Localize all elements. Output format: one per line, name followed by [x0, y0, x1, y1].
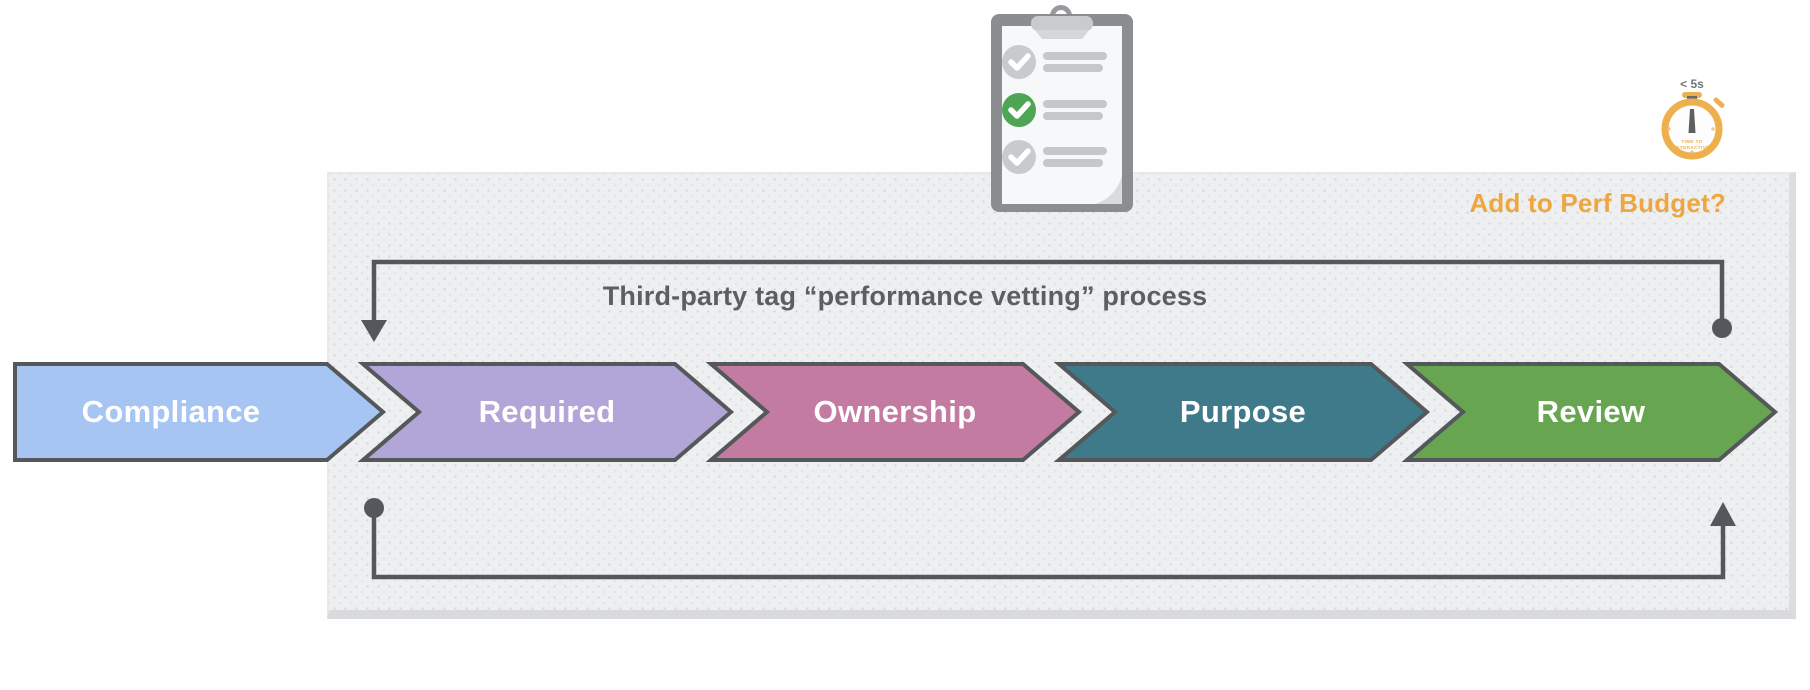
- feedback-loop-arrow-top: [361, 259, 1732, 342]
- arrowhead-down-icon: [361, 320, 387, 342]
- checklist-row: [1002, 45, 1107, 79]
- loop-start-dot: [364, 498, 384, 518]
- checklist-clipboard-icon: [991, 5, 1133, 212]
- stopwatch-dial-label: INTERACTIVE: [1674, 145, 1709, 150]
- stopwatch-tick-marks: [1667, 127, 1715, 154]
- chevron-arrow-shape: [705, 362, 1083, 462]
- clipboard-clip: [1031, 16, 1093, 31]
- arrowhead-up-icon: [1710, 502, 1736, 526]
- checklist-row: [1002, 140, 1107, 174]
- step-label: Purpose: [1179, 394, 1307, 429]
- clipboard-clip-base: [1035, 30, 1089, 39]
- loop-start-dot: [1712, 318, 1732, 338]
- list-line: [1043, 147, 1107, 155]
- step-label: Review: [1536, 394, 1646, 429]
- stopwatch-side-button: [1713, 97, 1725, 108]
- check-mark-icon: [1008, 53, 1031, 71]
- check-mark-icon: [1008, 101, 1031, 119]
- stopwatch-needle: [1688, 109, 1696, 133]
- feedback-loop-arrow-bottom: [364, 498, 1736, 580]
- stopwatch-dial-label: TIME TO: [1681, 139, 1702, 144]
- chevron-arrow-shape: [1401, 362, 1779, 462]
- list-line: [1043, 112, 1103, 120]
- step-label: Ownership: [813, 394, 977, 429]
- checklist-row: [1002, 93, 1107, 127]
- step-chevron-review: Review: [1401, 362, 1779, 462]
- paper-curl: [1095, 176, 1122, 204]
- stopwatch-icon: < 5s TIME TO INTERACTIVE: [1661, 77, 1725, 160]
- chevron-arrow-shape: [13, 362, 387, 462]
- chevron-arrow-shape: [1053, 362, 1431, 462]
- step-chevron-purpose: Purpose: [1053, 362, 1431, 462]
- stopwatch-time-label: < 5s: [1680, 77, 1704, 91]
- list-line: [1043, 159, 1103, 167]
- step-chevron-ownership: Ownership: [705, 362, 1083, 462]
- list-line: [1043, 64, 1103, 72]
- perf-budget-question: Add to Perf Budget?: [1469, 188, 1726, 218]
- step-chevron-compliance: Compliance: [13, 362, 387, 462]
- process-title: Third-party tag “performance vetting” pr…: [602, 281, 1208, 311]
- check-mark-icon: [1008, 148, 1031, 166]
- list-line: [1043, 100, 1107, 108]
- list-line: [1043, 52, 1107, 60]
- chevron-arrow-shape: [357, 362, 735, 462]
- step-label: Compliance: [81, 394, 261, 429]
- step-chevron-required: Required: [357, 362, 735, 462]
- step-label: Required: [478, 394, 616, 429]
